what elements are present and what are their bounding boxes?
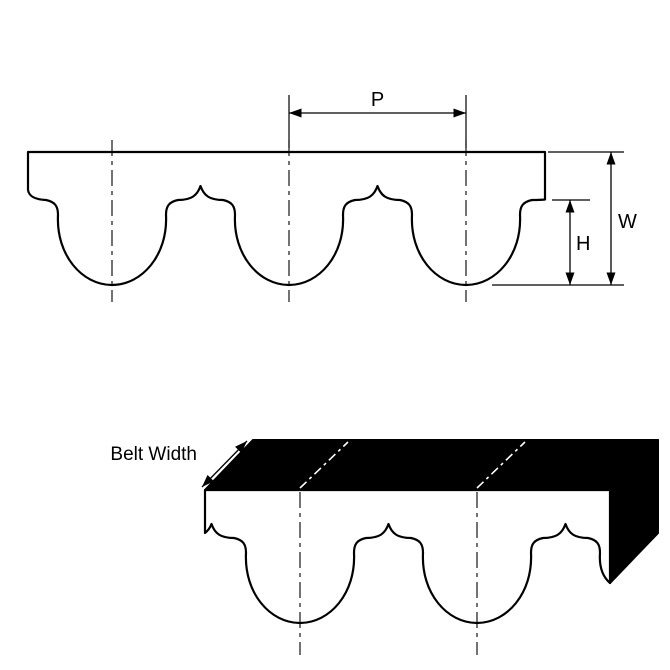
top-face-centerline [476, 441, 526, 489]
figure-cross-section: P W H [26, 89, 637, 302]
tooth-height-dimension: H [552, 199, 590, 285]
belt-width-dimension: Belt Width [110, 440, 248, 488]
belt-thickness-dimension: W [492, 151, 637, 286]
belt-width-label: Belt Width [110, 444, 197, 465]
belt-front-profile [203, 488, 612, 625]
pitch-label: P [371, 89, 384, 111]
pitch-dimension: P [288, 89, 467, 148]
tooth-height-label: H [576, 233, 590, 255]
belt-top-face [204, 439, 659, 491]
figure-belt-3d: Belt Width [110, 439, 659, 655]
belt-width-arrow [201, 440, 248, 488]
belt-tooth-profile [26, 150, 547, 287]
top-face-centerline [299, 441, 349, 489]
belt-thickness-label: W [618, 211, 637, 233]
